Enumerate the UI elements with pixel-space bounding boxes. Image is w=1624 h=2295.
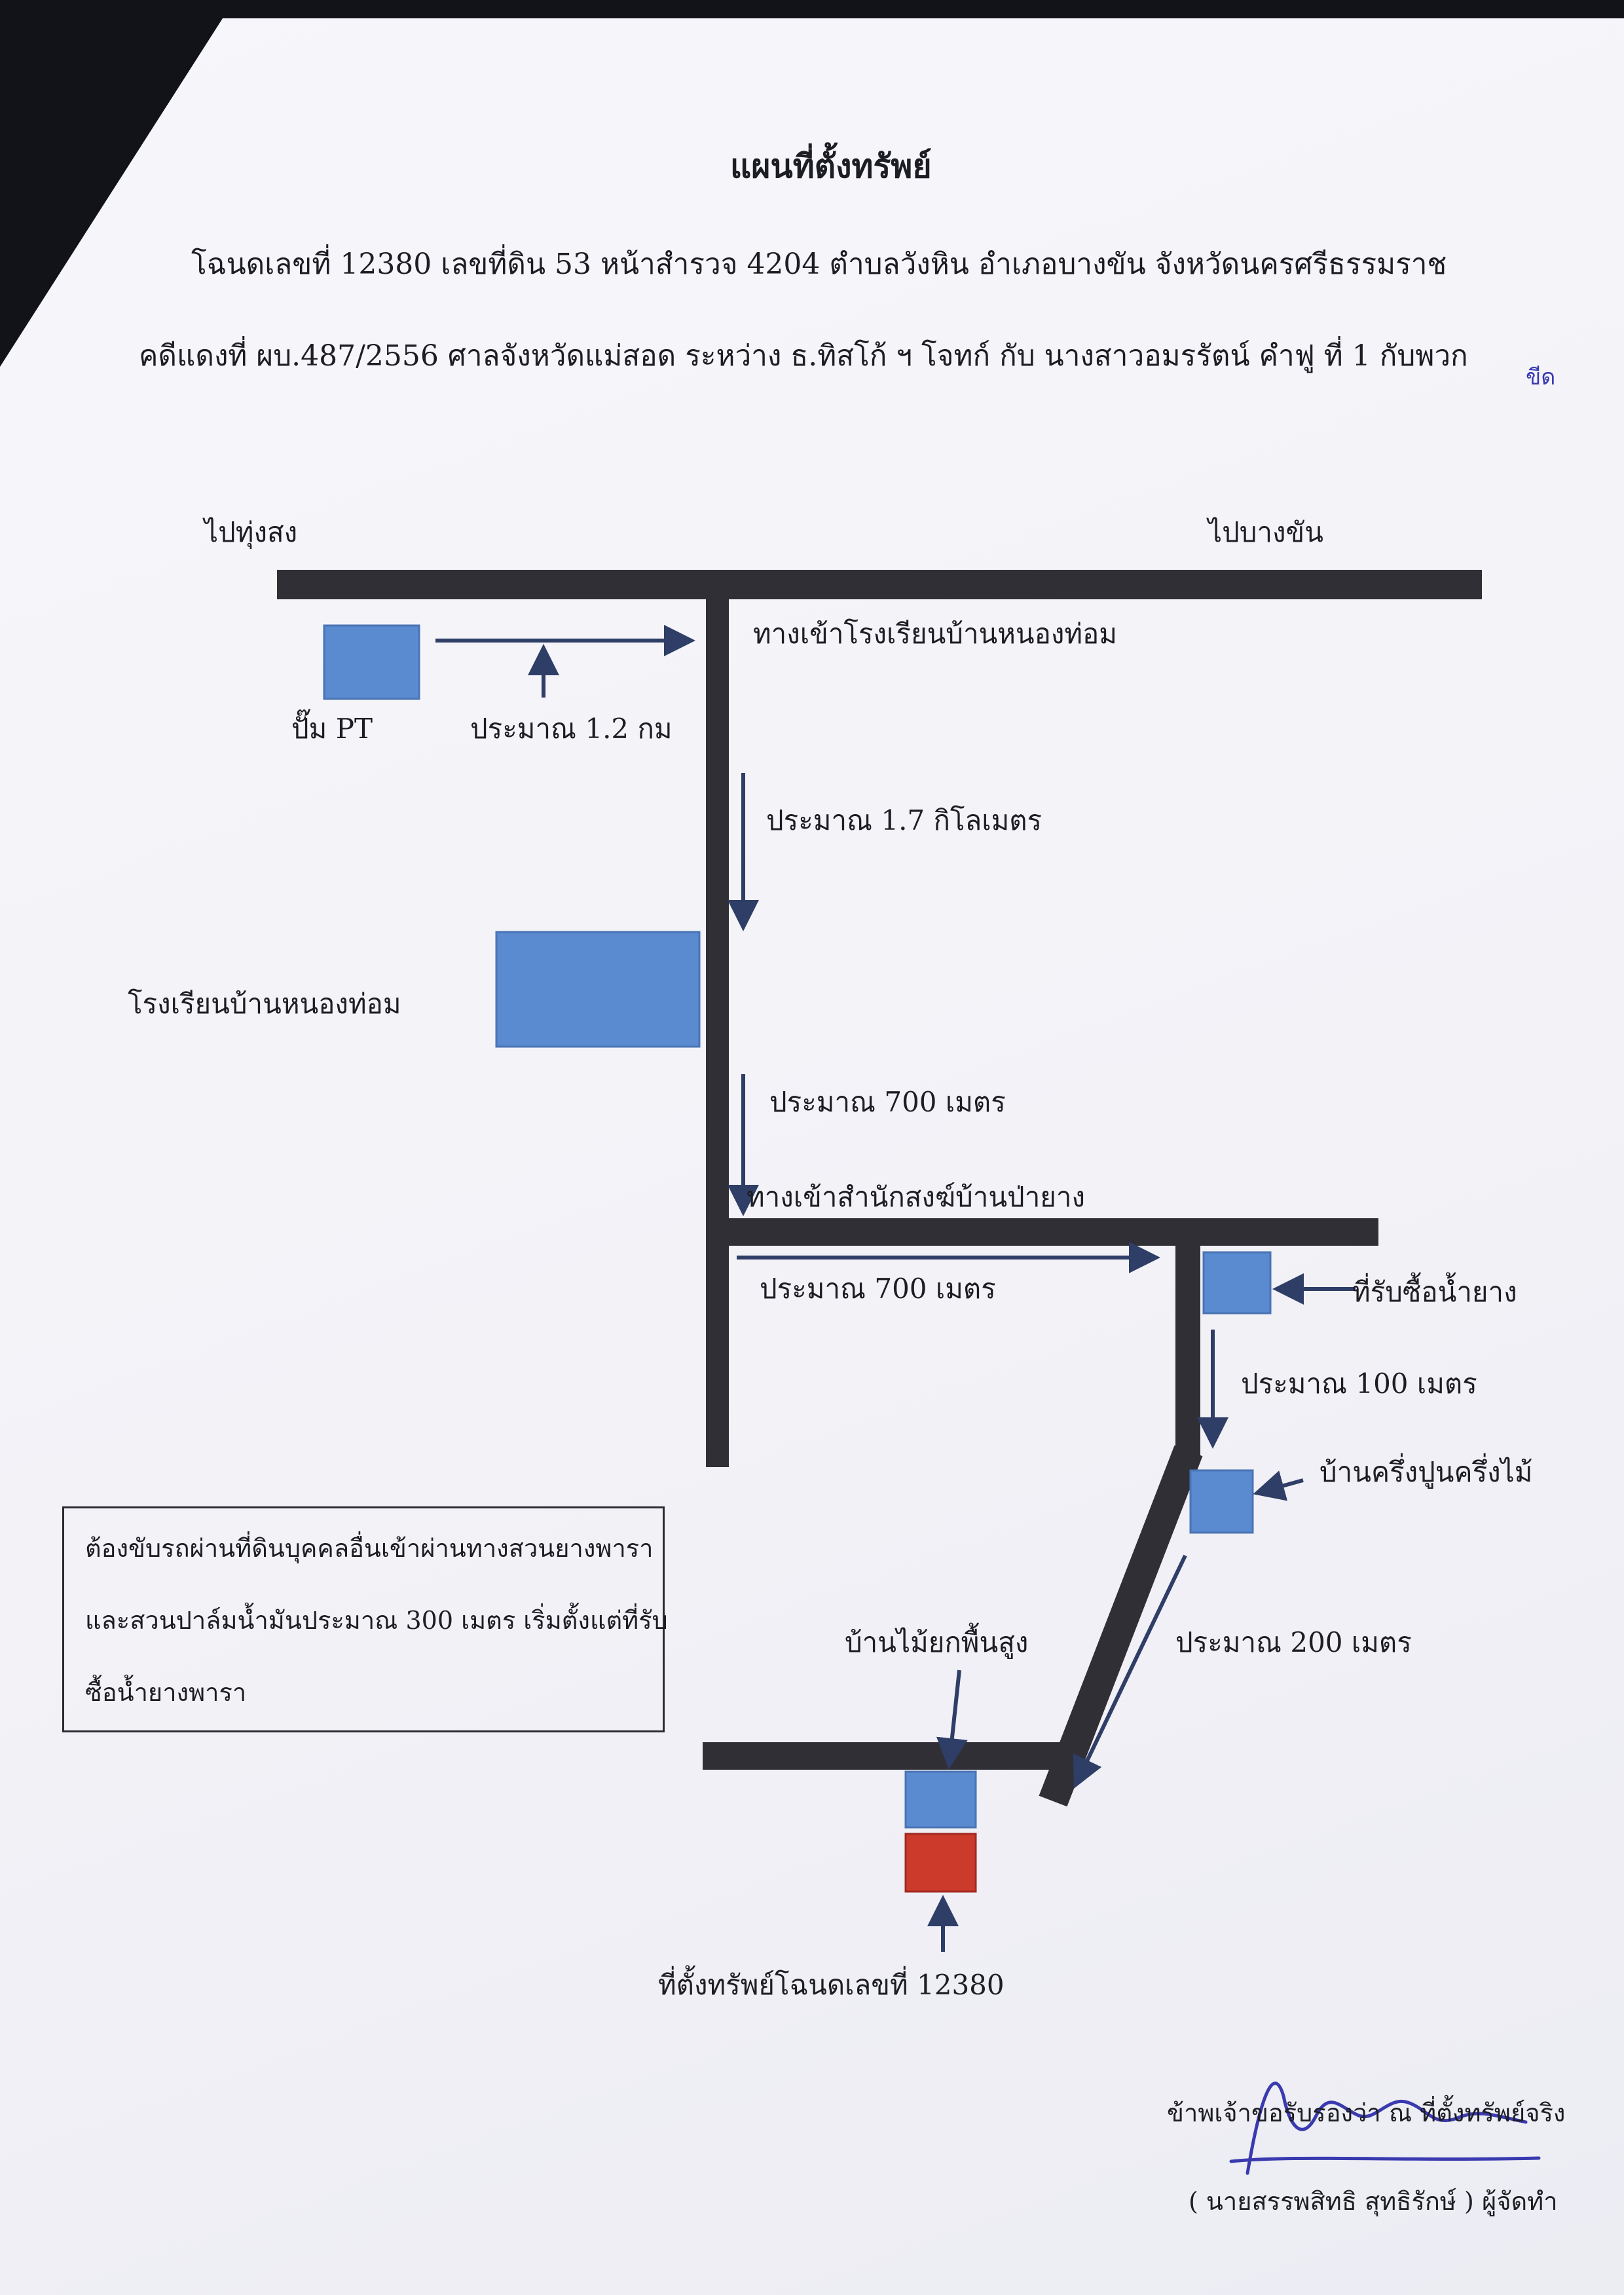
roads	[277, 570, 1482, 1807]
arrow-to-stilt-house	[936, 1670, 968, 1770]
deed-info-line: โฉนดเลขที่ 12380 เลขที่ดิน 53 หน้าสำรวจ …	[191, 248, 1447, 281]
label-school: โรงเรียนบ้านหนองท่อม	[128, 988, 401, 1020]
latex-buyer-building	[1202, 1251, 1272, 1315]
access-note-box: ต้องขับรถผ่านที่ดินบุคคลอื่นเข้าผ่านทางส…	[62, 1506, 668, 1732]
label-pt-station: ปั๊ม PT	[291, 713, 373, 745]
pt-gas-station	[323, 624, 420, 700]
monastery-road	[717, 1218, 1378, 1246]
signer-name: ( นายสรรพสิทธิ สุทธิรักษ์ ) ผู้จัดทำ	[1189, 2187, 1558, 2216]
label-to-bang-khan: ไปบางขัน	[1208, 516, 1323, 548]
school-road	[706, 589, 729, 1467]
label-stilt-house: บ้านไม้ยกพื้นสูง	[845, 1626, 1029, 1658]
arrow-to-half-house	[1253, 1470, 1304, 1501]
handwritten-mark: ขีด	[1526, 364, 1556, 390]
note-line-1: ต้องขับรถผ่านที่ดินบุคคลอื่นเข้าผ่านทางส…	[85, 1534, 654, 1563]
label-half-house: บ้านครึ่งปูนครึ่งไม้	[1320, 1456, 1533, 1488]
document-title: แผนที่ตั้งทรัพย์	[730, 147, 932, 185]
arrow-diagonal-down	[1073, 1554, 1187, 1789]
case-info-line: คดีแดงที่ ผบ.487/2556 ศาลจังหวัดแม่สอด ร…	[139, 339, 1468, 373]
stilt-house	[904, 1770, 977, 1829]
certification-text: ข้าพเจ้าขอรับรองว่า ณ ที่ตั้งทรัพย์จริง	[1167, 2099, 1566, 2127]
label-latex-buyer: ที่รับซื้อน้ำยาง	[1352, 1276, 1517, 1308]
diagonal-road	[1039, 1445, 1203, 1807]
note-line-3: ซื้อน้ำยางพารา	[85, 1678, 247, 1707]
property-road	[703, 1742, 1066, 1770]
school-building	[495, 931, 701, 1048]
label-monastery-entrance: ทางเข้าสำนักสงฆ์บ้านป่ายาง	[747, 1181, 1086, 1213]
direction-arrows	[435, 625, 1356, 1952]
property-plot	[904, 1833, 977, 1893]
label-school-entrance: ทางเข้าโรงเรียนบ้านหนองท่อม	[753, 618, 1117, 650]
label-distance-1-2km: ประมาณ 1.2 กม	[470, 713, 673, 745]
label-to-thung-song: ไปทุ่งสง	[204, 516, 298, 548]
label-distance-700m-b: ประมาณ 700 เมตร	[760, 1273, 996, 1305]
label-property: ที่ตั้งทรัพย์โฉนดเลขที่ 12380	[658, 1969, 1005, 2001]
latex-road	[1175, 1231, 1200, 1461]
half-concrete-house	[1189, 1469, 1254, 1534]
signature	[1229, 2081, 1541, 2175]
note-line-2: และสวนปาล์มน้ำมันประมาณ 300 เมตร เริ่มตั…	[85, 1606, 668, 1635]
label-distance-200m: ประมาณ 200 เมตร	[1175, 1626, 1412, 1658]
label-distance-700m-a: ประมาณ 700 เมตร	[769, 1086, 1006, 1118]
label-distance-100m: ประมาณ 100 เมตร	[1241, 1368, 1477, 1400]
main-road	[277, 570, 1482, 599]
label-distance-1-7km: ประมาณ 1.7 กิโลเมตร	[766, 804, 1043, 836]
